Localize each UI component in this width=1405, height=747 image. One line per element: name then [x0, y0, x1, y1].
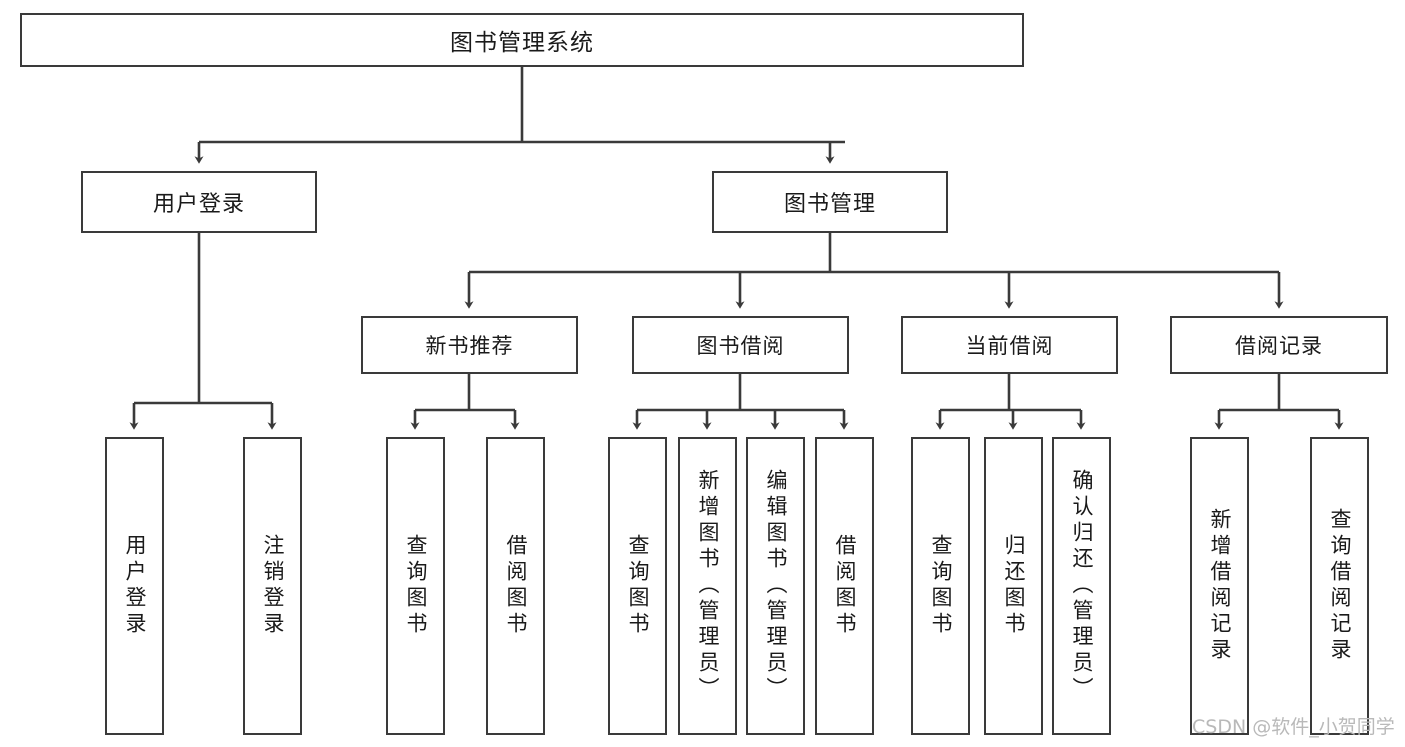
node-leaf-user-login-label: 用户登录: [123, 534, 147, 638]
node-leaf-logout-label: 注销登录: [261, 534, 285, 638]
node-leaf-user-login[interactable]: 用户登录: [105, 437, 164, 735]
node-leaf-query-book-borrow-label: 查询图书: [626, 534, 650, 638]
node-leaf-query-book-recommend[interactable]: 查询图书: [386, 437, 445, 735]
edge-group-user-login: [129, 233, 277, 430]
node-book-management-label: 图书管理: [783, 192, 876, 217]
node-book-borrow[interactable]: 图书借阅: [632, 316, 849, 374]
node-user-login-label: 用户登录: [152, 192, 245, 217]
node-leaf-query-borrow-record-label: 查询借阅记录: [1328, 508, 1352, 664]
node-user-login[interactable]: 用户登录: [81, 171, 317, 233]
node-leaf-add-book-admin[interactable]: 新增图书（管理员）: [678, 437, 737, 735]
node-book-management[interactable]: 图书管理: [712, 171, 948, 233]
node-leaf-edit-book-admin[interactable]: 编辑图书（管理员）: [746, 437, 805, 735]
node-leaf-return-book-label: 归还图书: [1002, 534, 1026, 638]
node-leaf-add-borrow-record-label: 新增借阅记录: [1208, 508, 1232, 664]
node-leaf-borrow-book-label: 借阅图书: [833, 534, 857, 638]
node-root-label: 图书管理系统: [450, 30, 594, 56]
node-current-borrow[interactable]: 当前借阅: [901, 316, 1118, 374]
node-leaf-add-book-admin-label: 新增图书（管理员）: [696, 469, 720, 703]
edge-group-book-borrow: [632, 374, 849, 430]
node-leaf-edit-book-admin-label: 编辑图书（管理员）: [764, 469, 788, 703]
node-leaf-return-book[interactable]: 归还图书: [984, 437, 1043, 735]
node-leaf-confirm-return-admin-label: 确认归还（管理员）: [1070, 469, 1094, 703]
node-book-borrow-label: 图书借阅: [696, 334, 785, 358]
node-leaf-borrow-book-recommend-label: 借阅图书: [504, 534, 528, 638]
edge-group-new-book-recommend: [410, 374, 520, 430]
node-root[interactable]: 图书管理系统: [20, 13, 1024, 67]
node-leaf-query-book-borrow[interactable]: 查询图书: [608, 437, 667, 735]
edge-group-root: [194, 67, 845, 164]
node-leaf-borrow-book[interactable]: 借阅图书: [815, 437, 874, 735]
node-current-borrow-label: 当前借阅: [965, 334, 1054, 358]
csdn-watermark: CSDN @软件_小贺同学: [1192, 716, 1395, 738]
node-leaf-query-book-current[interactable]: 查询图书: [911, 437, 970, 735]
edge-group-current-borrow: [935, 374, 1086, 430]
edge-group-book-management: [464, 233, 1284, 309]
node-new-book-recommend-label: 新书推荐: [425, 334, 514, 358]
node-leaf-add-borrow-record[interactable]: 新增借阅记录: [1190, 437, 1249, 735]
node-borrow-record[interactable]: 借阅记录: [1170, 316, 1388, 374]
edge-group-borrow-record: [1214, 374, 1344, 430]
node-leaf-query-book-current-label: 查询图书: [929, 534, 953, 638]
node-leaf-query-book-recommend-label: 查询图书: [404, 534, 428, 638]
node-new-book-recommend[interactable]: 新书推荐: [361, 316, 578, 374]
node-leaf-borrow-book-recommend[interactable]: 借阅图书: [486, 437, 545, 735]
node-leaf-confirm-return-admin[interactable]: 确认归还（管理员）: [1052, 437, 1111, 735]
node-borrow-record-label: 借阅记录: [1235, 334, 1323, 358]
node-leaf-logout[interactable]: 注销登录: [243, 437, 302, 735]
node-leaf-query-borrow-record[interactable]: 查询借阅记录: [1310, 437, 1369, 735]
